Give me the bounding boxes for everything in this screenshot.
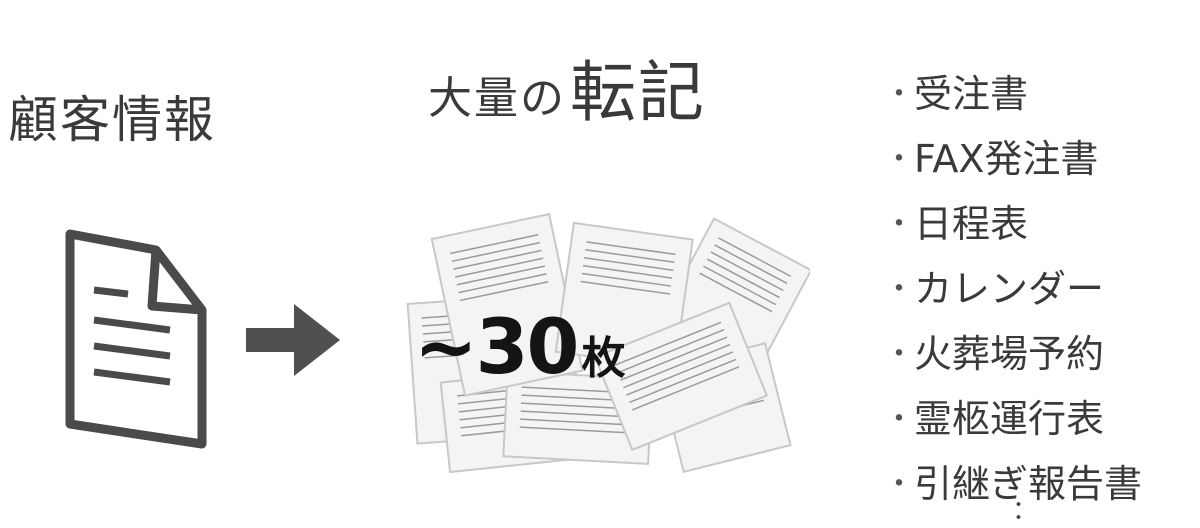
- list-item-label: FAX発注書: [914, 137, 1099, 181]
- list-item-label: 受注書: [914, 72, 1029, 116]
- bullet-icon: ・: [884, 141, 914, 177]
- list-continuation: ：: [1012, 496, 1039, 526]
- bullet-icon: ・: [884, 271, 914, 307]
- bullet-icon: ・: [884, 206, 914, 242]
- list-item: ・霊柩運行表: [884, 383, 1142, 448]
- document-icon: [65, 229, 207, 449]
- page-count-unit: 枚: [581, 333, 626, 384]
- middle-title-prefix: 大量の: [428, 73, 566, 124]
- list-item: ・火葬場予約: [884, 318, 1142, 383]
- middle-title: 大量の 転記: [428, 60, 706, 126]
- paper-stack-icon: [406, 212, 810, 473]
- list-item: ・日程表: [884, 188, 1142, 253]
- page-count-number: ~30: [414, 302, 579, 391]
- page-count: ~30 枚: [414, 302, 625, 391]
- list-item: ・カレンダー: [884, 253, 1142, 318]
- list-item-label: 引継ぎ報告書: [914, 462, 1143, 506]
- bullet-icon: ・: [884, 401, 914, 437]
- list-item-label: 火葬場予約: [914, 332, 1105, 376]
- list-item-label: 日程表: [914, 202, 1029, 246]
- list-item: ・FAX発注書: [884, 123, 1142, 188]
- list-item: ・引継ぎ報告書: [884, 448, 1142, 513]
- list-item-label: 霊柩運行表: [914, 397, 1105, 441]
- form-list: ・受注書 ・FAX発注書 ・日程表 ・カレンダー ・火葬場予約 ・霊柩運行表 ・…: [884, 58, 1142, 513]
- bullet-icon: ・: [884, 336, 914, 372]
- list-item: ・受注書: [884, 58, 1142, 123]
- bullet-icon: ・: [884, 466, 914, 502]
- arrow-right-icon: [246, 304, 340, 376]
- list-item-label: カレンダー: [914, 267, 1105, 311]
- bullet-icon: ・: [884, 76, 914, 112]
- middle-title-emphasis: 転記: [570, 54, 706, 131]
- left-title: 顧客情報: [8, 91, 216, 149]
